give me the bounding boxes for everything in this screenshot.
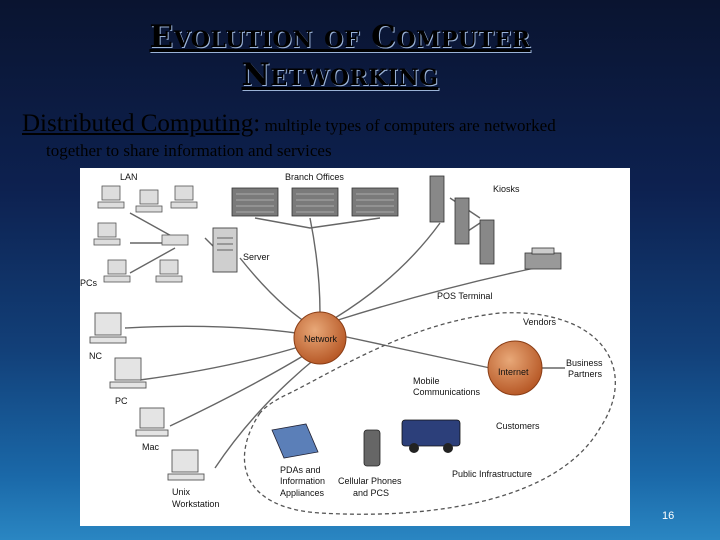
pc-icon	[103, 275, 131, 283]
internet-node	[487, 340, 543, 396]
lan-hub-icon	[161, 234, 189, 246]
line-unix-network	[214, 357, 317, 469]
line-nc-network	[124, 325, 297, 334]
label-kiosks: Kiosks	[493, 184, 520, 194]
title-line-1: Evolution of Computer	[149, 19, 531, 55]
label-pdas-line1: PDAs and	[280, 465, 321, 475]
label-server: Server	[243, 252, 270, 262]
label-network: Network	[304, 334, 338, 344]
label-business-line1: Business	[566, 358, 603, 368]
pc-icon	[101, 185, 121, 201]
kiosk-icon	[454, 197, 470, 245]
page-number: 16	[662, 510, 675, 522]
client-computers	[89, 312, 205, 481]
unix-workstation-icon	[167, 449, 205, 481]
pc-icon	[139, 189, 159, 205]
subtitle-line-2: together to share information and servic…	[46, 141, 332, 160]
lan-pc-icons	[93, 185, 198, 283]
kiosk-icon	[429, 175, 445, 223]
pc-icon	[174, 185, 194, 201]
network-diagram: LAN Branch Offices Kiosks Server PCs POS…	[80, 168, 630, 526]
branch-office-buildings	[231, 187, 399, 217]
network-diagram-svg: LAN Branch Offices Kiosks Server PCs POS…	[80, 172, 616, 515]
public-infrastructure-loop	[243, 312, 616, 515]
line-branch-links	[254, 217, 381, 229]
pc-icon	[107, 259, 127, 275]
nc-computer-icon	[89, 312, 127, 344]
pc-icon	[159, 259, 179, 275]
label-vendors: Vendors	[523, 317, 557, 327]
pc-computer-icon	[109, 357, 147, 389]
label-mobile-line2: Communications	[413, 387, 481, 397]
delivery-van-icon	[401, 419, 461, 453]
line-mac-network	[169, 352, 309, 427]
label-nc: NC	[89, 351, 102, 361]
label-pos-terminal: POS Terminal	[437, 291, 492, 301]
subtitle-colon: :	[253, 110, 261, 137]
label-customers: Customers	[496, 421, 540, 431]
kiosk-icon	[479, 219, 495, 265]
line-pc-network	[139, 345, 303, 381]
label-mac: Mac	[142, 442, 160, 452]
label-mobile-line1: Mobile	[413, 376, 440, 386]
line-network-internet	[341, 335, 491, 369]
line-pos-network	[337, 267, 536, 321]
pc-icon	[155, 275, 183, 283]
pos-terminal-icon	[524, 247, 562, 270]
pc-icon	[170, 201, 198, 209]
subtitle-description: multiple types of computers are networke…	[260, 116, 556, 135]
building-icon	[231, 187, 279, 217]
label-pcs: PCs	[80, 278, 98, 288]
kiosk-icons	[429, 175, 495, 265]
building-icon	[351, 187, 399, 217]
label-cell-line1: Cellular Phones	[338, 476, 402, 486]
mac-computer-icon	[135, 407, 169, 437]
server-icon	[212, 227, 238, 273]
pc-icon	[135, 205, 163, 213]
title-line-2: Networking	[241, 57, 439, 93]
label-public-infrastructure: Public Infrastructure	[452, 469, 532, 479]
label-pdas-line2: Information	[280, 476, 325, 486]
label-business-line2: Partners	[568, 369, 603, 379]
label-lan: LAN	[120, 172, 138, 182]
label-unix-line2: Workstation	[172, 499, 219, 509]
subtitle-term: Distributed Computing	[22, 110, 254, 137]
pc-icon	[93, 238, 121, 246]
label-internet: Internet	[498, 367, 529, 377]
building-icon	[291, 187, 339, 217]
subtitle: Distributed Computing: multiple types of…	[22, 110, 692, 138]
line-branch-network	[309, 217, 321, 314]
line-kiosk-network	[334, 222, 441, 319]
pda-icon	[271, 423, 319, 459]
label-cell-line2: and PCS	[353, 488, 389, 498]
cellular-phone-icon	[363, 429, 381, 467]
slide-title: Evolution of Computer Networking	[0, 18, 680, 94]
label-unix-line1: Unix	[172, 487, 191, 497]
label-pc: PC	[115, 396, 128, 406]
label-pdas-line3: Appliances	[280, 488, 325, 498]
pc-icon	[97, 201, 125, 209]
pc-icon	[97, 222, 117, 238]
network-node	[293, 311, 347, 365]
label-branch-offices: Branch Offices	[285, 172, 344, 182]
